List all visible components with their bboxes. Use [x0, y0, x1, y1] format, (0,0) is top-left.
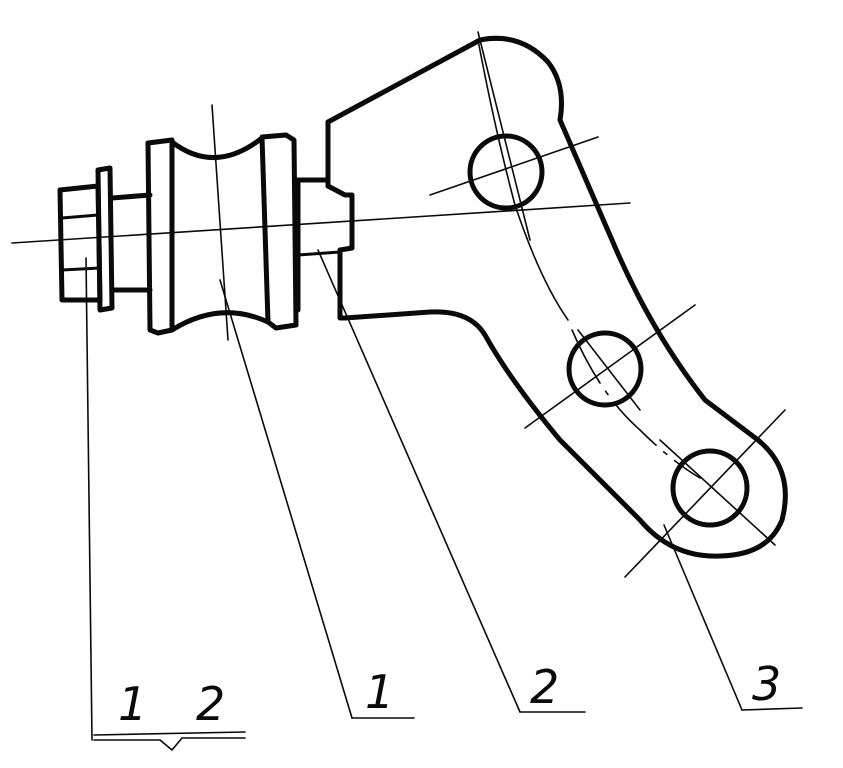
shaft [295, 177, 355, 321]
bracket-hole-bottom [624, 409, 786, 578]
callout-left-a-label: 1 [118, 677, 147, 731]
nut-and-washer [57, 165, 153, 313]
callout-left-b-label: 2 [196, 677, 225, 731]
bracket-lever [325, 35, 788, 559]
callout-2-label: 2 [530, 660, 559, 714]
callout-labels: 1 2 1 2 3 [118, 657, 781, 731]
roller [145, 132, 299, 336]
callout-1-label: 1 [365, 665, 394, 719]
bracket-hole-top [429, 31, 599, 241]
center-lines [11, 104, 631, 341]
bracket-hole-middle [524, 304, 696, 429]
leader-lines [85, 249, 803, 751]
callout-3-label: 3 [752, 657, 781, 711]
pitch-arc [477, 39, 569, 321]
